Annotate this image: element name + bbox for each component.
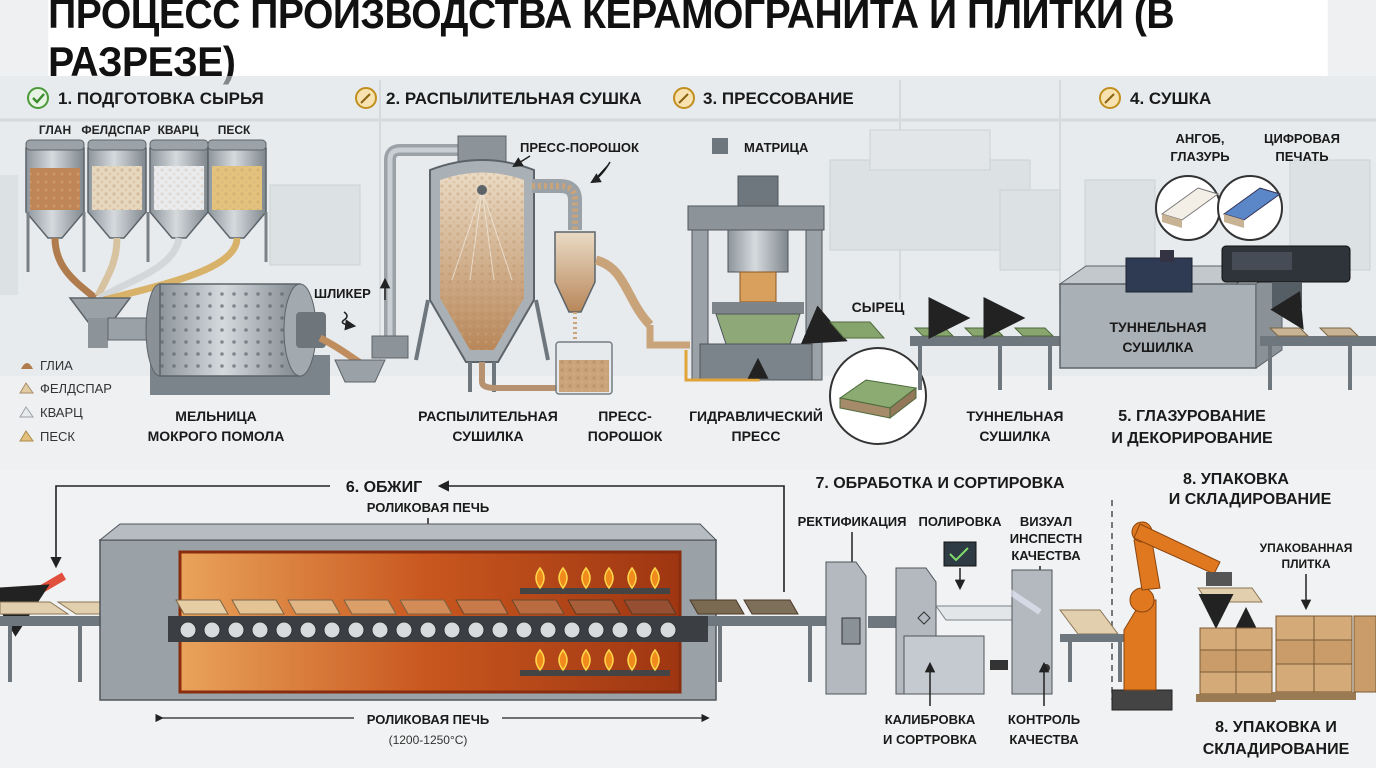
svg-text:И СОРТРОВКА: И СОРТРОВКА (883, 732, 978, 747)
svg-text:УПАКОВАННАЯ: УПАКОВАННАЯ (1260, 541, 1353, 555)
robot-arm (1111, 521, 1263, 711)
svg-text:АНГОБ,: АНГОБ, (1175, 131, 1224, 146)
svg-text:ИНСПЕСТН: ИНСПЕСТН (1010, 531, 1083, 546)
svg-text:ГЛИА: ГЛИА (40, 358, 73, 373)
wet-ball-mill: МЕЛЬНИЦА МОКРОГО ПОМОЛА (107, 283, 386, 444)
svg-text:ПЕСК: ПЕСК (40, 429, 75, 444)
matrix-icon (712, 138, 728, 154)
powder-feed (646, 325, 690, 349)
svg-text:ГЛАН: ГЛАН (39, 123, 71, 137)
finishing-line: 7. ОБРАБОТКА И СОРТИРОВКА РЕКТИФИКАЦИЯ П… (798, 475, 1113, 747)
svg-text:4. СУШКА: 4. СУШКА (1130, 89, 1211, 108)
svg-text:2. РАСПЫЛИТЕЛЬНАЯ СУШКА: 2. РАСПЫЛИТЕЛЬНАЯ СУШКА (386, 89, 642, 108)
powder-cyclone: ПРЕСС- ПОРОШОК (532, 179, 663, 444)
svg-text:ПРЕСС-: ПРЕСС- (598, 408, 652, 424)
check-icon (27, 87, 49, 109)
svg-text:ГИДРАВЛИЧЕСКИЙ: ГИДРАВЛИЧЕСКИЙ (689, 407, 823, 424)
matrix-label: МАТРИЦА (712, 138, 809, 155)
svg-text:7. ОБРАБОТКА И СОРТИРОВКА: 7. ОБРАБОТКА И СОРТИРОВКА (815, 475, 1065, 492)
kiln-exit-conveyor (689, 599, 828, 682)
svg-text:КВАРЦ: КВАРЦ (158, 123, 199, 137)
svg-text:МЕЛЬНИЦА: МЕЛЬНИЦА (175, 408, 256, 424)
svg-text:КАЛИБРОВКА: КАЛИБРОВКА (885, 712, 976, 727)
svg-text:6. ОБЖИГ: 6. ОБЖИГ (346, 479, 422, 496)
monitor-icon (943, 541, 977, 567)
packing-storage: 8. УПАКОВКА И СКЛАДИРОВАНИЕ УПАКОВАННАЯ … (1059, 471, 1376, 758)
svg-text:5. ГЛАЗУРОВАНИЕ: 5. ГЛАЗУРОВАНИЕ (1118, 408, 1266, 425)
pallet-boxes-1 (1196, 627, 1276, 702)
svg-text:И ДЕКОРИРОВАНИЕ: И ДЕКОРИРОВАНИЕ (1111, 430, 1273, 447)
step-2-heading: 2. РАСПЫЛИТЕЛЬНАЯ СУШКА (355, 87, 642, 109)
svg-text:И СКЛАДИРОВАНИЕ: И СКЛАДИРОВАНИЕ (1169, 491, 1332, 508)
svg-text:ФЕЛДСПАР: ФЕЛДСПАР (81, 123, 150, 137)
svg-text:СКЛАДИРОВАНИЕ: СКЛАДИРОВАНИЕ (1203, 741, 1350, 758)
svg-text:РАСПЫЛИТЕЛЬНАЯ: РАСПЫЛИТЕЛЬНАЯ (418, 408, 558, 424)
svg-text:ТУННЕЛЬНАЯ: ТУННЕЛЬНАЯ (967, 408, 1064, 424)
page-title: ПРОЦЕСС ПРОИЗВОДСТВА КЕРАМОГРАНИТА И ПЛИ… (48, 0, 1328, 85)
svg-text:ШЛИКЕР: ШЛИКЕР (314, 286, 371, 301)
svg-text:РОЛИКОВАЯ ПЕЧЬ: РОЛИКОВАЯ ПЕЧЬ (367, 712, 489, 727)
legend-sand: ПЕСК (19, 429, 75, 444)
svg-text:8. УПАКОВКА И: 8. УПАКОВКА И (1215, 719, 1337, 736)
step-3-heading: 3. ПРЕССОВАНИЕ (673, 87, 854, 109)
step-6-heading: 6. ОБЖИГ (0, 479, 785, 637)
svg-text:ПЕЧАТЬ: ПЕЧАТЬ (1275, 149, 1328, 164)
silo-quartz: КВАРЦ (149, 123, 209, 239)
svg-text:КАЧЕСТВА: КАЧЕСТВА (1009, 732, 1079, 747)
raw-material-silos: ГЛАН ФЕЛДСПАР КВАРЦ ПЕСК (25, 123, 268, 348)
svg-text:РОЛИКОВАЯ ПЕЧЬ: РОЛИКОВАЯ ПЕЧЬ (367, 500, 489, 515)
svg-text:МОКРОГО ПОМОЛА: МОКРОГО ПОМОЛА (148, 428, 285, 444)
svg-text:ВИЗУАЛ: ВИЗУАЛ (1020, 514, 1072, 529)
kiln-rollers (179, 621, 677, 639)
svg-text:8. УПАКОВКА: 8. УПАКОВКА (1183, 471, 1289, 488)
slip-pipe (371, 144, 470, 359)
burner-flames-bottom (520, 648, 670, 676)
svg-text:СУШИЛКА: СУШИЛКА (979, 428, 1050, 444)
svg-text:3. ПРЕССОВАНИЕ: 3. ПРЕССОВАНИЕ (703, 89, 854, 108)
svg-text:(1200-1250°С): (1200-1250°С) (389, 733, 468, 747)
svg-text:ФЕЛДСПАР: ФЕЛДСПАР (40, 381, 112, 396)
svg-text:КАЧЕСТВА: КАЧЕСТВА (1011, 548, 1081, 563)
legend-quartz: КВАРЦ (19, 405, 83, 420)
svg-text:ПЛИТКА: ПЛИТКА (1282, 557, 1331, 571)
slip-label: ШЛИКЕР (314, 286, 371, 331)
drying-conveyor: ТУННЕЛЬНАЯ СУШИЛКА (910, 297, 1064, 444)
silo-clay: ГЛАН (25, 123, 85, 239)
tunnel-dryer: ТУННЕЛЬНАЯ СУШИЛКА (1058, 250, 1376, 390)
svg-text:РЕКТИФИКАЦИЯ: РЕКТИФИКАЦИЯ (798, 514, 907, 529)
press-powder-top-label: ПРЕСС-ПОРОШОК (512, 140, 639, 184)
process-diagram: 1. ПОДГОТОВКА СЫРЬЯ 2. РАСПЫЛИТЕЛЬНАЯ СУ… (0, 76, 1376, 768)
pallet-boxes-2 (1272, 615, 1376, 700)
svg-text:СУШИЛКА: СУШИЛКА (452, 428, 523, 444)
svg-text:ПОРОШОК: ПОРОШОК (588, 428, 663, 444)
svg-text:КВАРЦ: КВАРЦ (40, 405, 83, 420)
step-4-heading: 4. СУШКА (1099, 87, 1211, 109)
svg-text:ПОЛИРОВКА: ПОЛИРОВКА (919, 514, 1003, 529)
step-1-heading: 1. ПОДГОТОВКА СЫРЬЯ (27, 87, 264, 109)
svg-text:СЫРЕЦ: СЫРЕЦ (852, 299, 905, 315)
svg-text:ПРЕСС: ПРЕСС (732, 428, 781, 444)
svg-text:ТУННЕЛЬНАЯ: ТУННЕЛЬНАЯ (1110, 319, 1207, 335)
svg-text:СУШИЛКА: СУШИЛКА (1122, 339, 1193, 355)
burner-flames-top (520, 566, 670, 594)
silo-sand: ПЕСК (207, 123, 267, 239)
legend-clay: ГЛИА (21, 358, 73, 373)
material-legend: ГЛИА ФЕЛДСПАР КВАРЦ ПЕСК (19, 358, 112, 444)
silo-feldspar: ФЕЛДСПАР (81, 123, 151, 239)
svg-text:ГЛАЗУРЬ: ГЛАЗУРЬ (1170, 149, 1229, 164)
spray-dryer: РАСПЫЛИТЕЛЬНАЯ СУШИЛКА (414, 135, 560, 444)
svg-text:ПЕСК: ПЕСК (218, 123, 251, 137)
svg-text:ПРЕСС-ПОРОШОК: ПРЕСС-ПОРОШОК (520, 140, 639, 155)
svg-text:1. ПОДГОТОВКА СЫРЬЯ: 1. ПОДГОТОВКА СЫРЬЯ (58, 89, 264, 108)
legend-feldspar: ФЕЛДСПАР (19, 381, 112, 396)
green-tile-callout: СЫРЕЦ (800, 299, 927, 445)
glazing-station: АНГОБ, ГЛАЗУРЬ ЦИФРОВАЯ ПЕЧАТЬ 5. ГЛАЗУР… (1111, 131, 1351, 447)
svg-text:МАТРИЦА: МАТРИЦА (744, 140, 809, 155)
roller-kiln: РОЛИКОВАЯ ПЕЧЬ (98, 500, 718, 747)
svg-text:КОНТРОЛЬ: КОНТРОЛЬ (1008, 712, 1080, 727)
svg-text:ЦИФРОВАЯ: ЦИФРОВАЯ (1264, 131, 1340, 146)
